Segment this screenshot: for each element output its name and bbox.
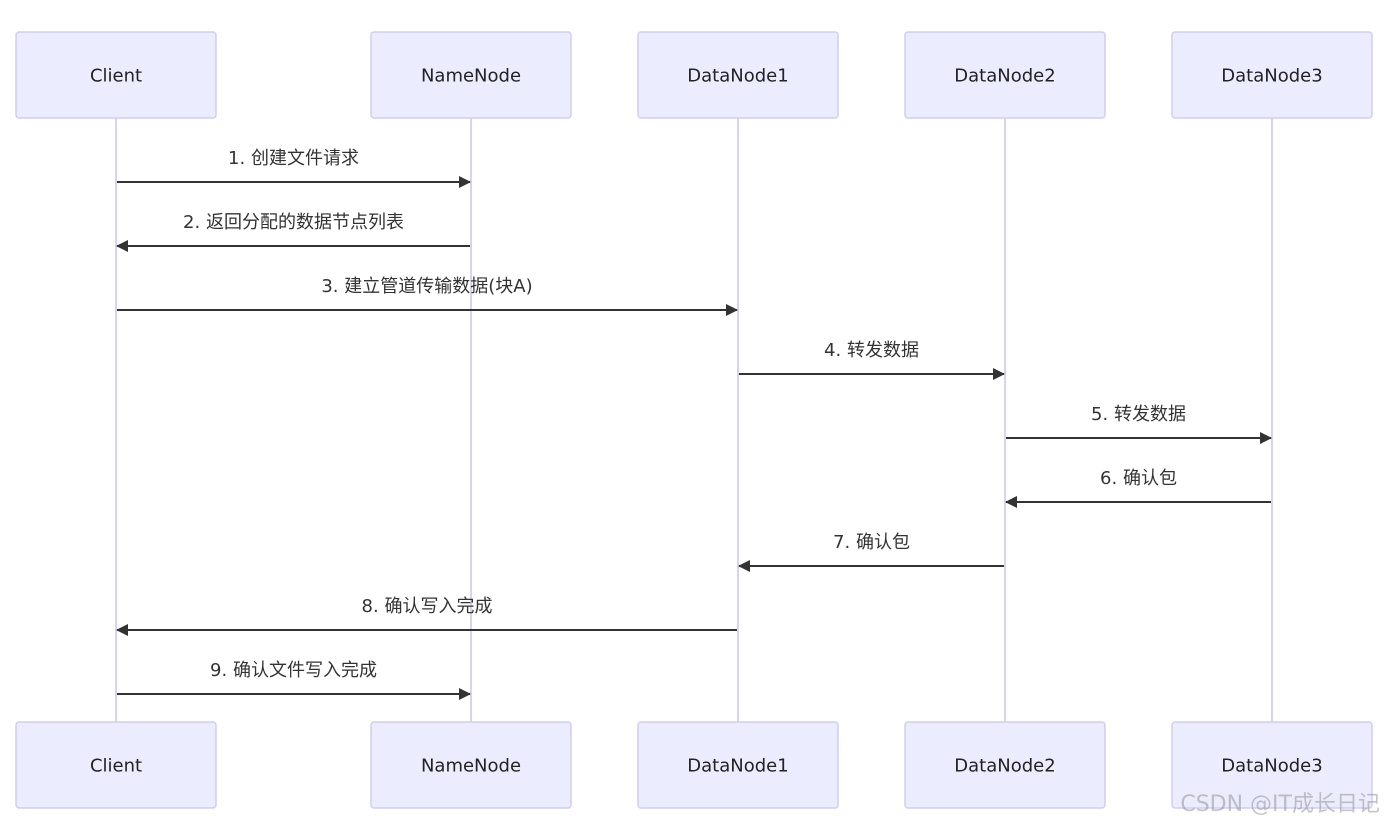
message-1: 1. 创建文件请求 xyxy=(117,148,471,188)
message-label: 4. 转发数据 xyxy=(824,340,919,361)
actors-top: Client NameNode DataNode1 DataNode2 DataNode… xyxy=(15,31,1373,119)
actor-datanode2-bottom: DataNode2 xyxy=(904,721,1106,809)
actor-box xyxy=(637,721,839,809)
actor-box xyxy=(637,31,839,119)
actor-label: Client xyxy=(90,756,142,777)
actor-label: DataNode1 xyxy=(687,756,788,777)
message-label: 2. 返回分配的数据节点列表 xyxy=(183,212,404,233)
message-8: 8. 确认写入完成 xyxy=(116,596,737,636)
actor-datanode3-top: DataNode3 xyxy=(1171,31,1373,119)
actor-box xyxy=(15,31,217,119)
actor-box xyxy=(904,31,1106,119)
message-7: 7. 确认包 xyxy=(738,532,1004,572)
message-label: 9. 确认文件写入完成 xyxy=(210,660,377,681)
actors-bottom: Client NameNode DataNode1 DataNode2 DataNode… xyxy=(15,721,1373,809)
message-label: 5. 转发数据 xyxy=(1091,404,1186,425)
actor-client-top: Client xyxy=(15,31,217,119)
actor-label: DataNode2 xyxy=(954,66,1055,87)
message-label: 1. 创建文件请求 xyxy=(228,148,359,169)
message-9: 9. 确认文件写入完成 xyxy=(117,660,471,700)
actor-client-bottom: Client xyxy=(15,721,217,809)
actor-box xyxy=(370,721,572,809)
message-5: 5. 转发数据 xyxy=(1006,404,1272,444)
actor-box xyxy=(15,721,217,809)
message-6: 6. 确认包 xyxy=(1005,468,1271,508)
actor-datanode1-top: DataNode1 xyxy=(637,31,839,119)
message-label: 7. 确认包 xyxy=(833,532,910,553)
actor-datanode2-top: DataNode2 xyxy=(904,31,1106,119)
actor-label: DataNode1 xyxy=(687,66,788,87)
message-label: 6. 确认包 xyxy=(1100,468,1177,489)
lifelines xyxy=(115,118,1273,722)
actor-namenode-top: NameNode xyxy=(370,31,572,119)
actor-box xyxy=(1171,31,1373,119)
actor-label: NameNode xyxy=(421,66,521,87)
messages: 1. 创建文件请求 2. 返回分配的数据节点列表 3. 建立管道传输数据(块A) 4.… xyxy=(116,148,1272,700)
message-label: 8. 确认写入完成 xyxy=(362,596,493,617)
message-3: 3. 建立管道传输数据(块A) xyxy=(117,276,738,316)
actor-label: Client xyxy=(90,66,142,87)
actor-label: DataNode3 xyxy=(1221,756,1322,777)
actor-box xyxy=(370,31,572,119)
message-2: 2. 返回分配的数据节点列表 xyxy=(116,212,470,252)
actor-label: NameNode xyxy=(421,756,521,777)
actor-box xyxy=(904,721,1106,809)
message-label: 3. 建立管道传输数据(块A) xyxy=(321,276,532,297)
watermark: CSDN @IT成长日记 xyxy=(1180,792,1380,817)
message-4: 4. 转发数据 xyxy=(739,340,1005,380)
actor-datanode3-bottom: DataNode3 xyxy=(1171,721,1373,809)
actor-namenode-bottom: NameNode xyxy=(370,721,572,809)
actor-datanode1-bottom: DataNode1 xyxy=(637,721,839,809)
actor-label: DataNode3 xyxy=(1221,66,1322,87)
actor-box xyxy=(1171,721,1373,809)
actor-label: DataNode2 xyxy=(954,756,1055,777)
